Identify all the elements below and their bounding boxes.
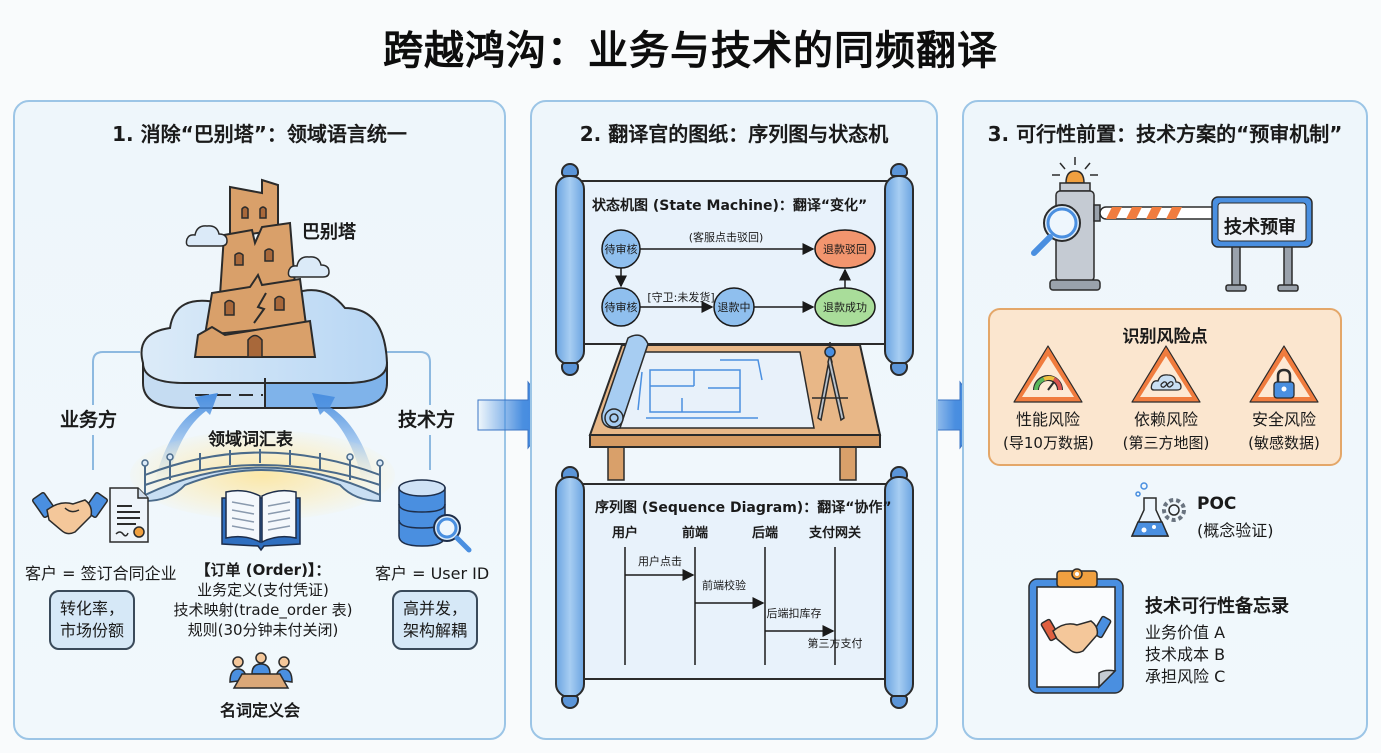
memo-title: 技术可行性备忘录 bbox=[1145, 596, 1289, 617]
meeting-icon bbox=[229, 652, 293, 689]
state-node-label: 退款驳回 bbox=[823, 242, 867, 256]
risk-name: 依赖风险 bbox=[1133, 410, 1198, 429]
sequence-actor: 前端 bbox=[682, 525, 708, 541]
warning-triangle-icon bbox=[1249, 345, 1319, 403]
scroll-rod bbox=[555, 476, 585, 698]
risk-item: 依赖风险 (第三方地图) bbox=[1121, 342, 1211, 453]
scroll-rod bbox=[884, 476, 914, 698]
poc-title: POC bbox=[1197, 494, 1237, 514]
small-cloud-icon bbox=[287, 256, 330, 278]
transition-label: (客服点击驳回) bbox=[689, 230, 764, 244]
memo-item: 技术成本 B bbox=[1145, 645, 1226, 664]
business-customer-definition: 客户 = 签订合同企业 bbox=[25, 564, 177, 583]
open-book-icon bbox=[221, 489, 301, 552]
risk-name: 性能风险 bbox=[1015, 410, 1080, 429]
order-term-definition: 【订单 (Order)】： 业务定义(支付凭证) 技术映射(trade_orde… bbox=[173, 561, 353, 639]
memo-items: 业务价值 A 技术成本 B 承担风险 C bbox=[1145, 622, 1225, 688]
state-node-label: 退款成功 bbox=[823, 300, 867, 314]
memo-item: 业务价值 A bbox=[1145, 623, 1226, 642]
state-node-label: 待审核 bbox=[605, 300, 638, 314]
sign-post-icon bbox=[1211, 196, 1313, 292]
glossary-label: 领域词汇表 bbox=[208, 430, 293, 450]
business-concern-bubble: 转化率， 市场份额 bbox=[49, 590, 135, 650]
risk-item: 性能风险 (导10万数据) bbox=[1003, 342, 1094, 453]
state-node-label: 待审核 bbox=[605, 242, 638, 256]
scroll-rod bbox=[555, 175, 585, 365]
sequence-actor: 支付网关 bbox=[808, 525, 861, 541]
panel-title: 3. 可行性前置：技术方案的“预审机制” bbox=[987, 122, 1343, 146]
risk-detail: (导10万数据) bbox=[1003, 434, 1094, 452]
state-node bbox=[814, 287, 876, 327]
scroll-knob bbox=[890, 362, 908, 376]
drafting-table-icon bbox=[588, 334, 882, 481]
speedometer-icon bbox=[1033, 375, 1063, 391]
state-machine-diagram: (客服点击驳回)[守卫:未发货]待审核待审核退款中退款成功退款驳回 bbox=[601, 229, 876, 327]
state-node-label: 退款中 bbox=[718, 300, 751, 314]
bridge-icon bbox=[141, 449, 384, 503]
main-title: 跨越鸿沟：业务与技术的同频翻译 bbox=[383, 28, 998, 74]
scroll-rod bbox=[884, 175, 914, 365]
scroll-knob bbox=[561, 695, 579, 709]
sequence-message-label: 后端扣库存 bbox=[767, 606, 822, 620]
warning-triangle-icon bbox=[1013, 345, 1083, 403]
state-node bbox=[713, 287, 755, 327]
review-gate-icon bbox=[1031, 157, 1271, 291]
panel-title: 1. 消除“巴别塔”：领域语言统一 bbox=[112, 122, 407, 146]
contract-icon bbox=[109, 487, 149, 543]
risk-detail: (第三方地图) bbox=[1122, 434, 1210, 452]
sequence-actor: 后端 bbox=[752, 525, 778, 541]
business-side-label: 业务方 bbox=[60, 409, 118, 431]
memo-clipboard-icon bbox=[1028, 568, 1124, 694]
risk-name: 安全风险 bbox=[1251, 410, 1316, 429]
tech-customer-definition: 客户 = User ID bbox=[375, 564, 490, 583]
panel-title: 2. 翻译官的图纸：序列图与状态机 bbox=[579, 122, 889, 146]
state-node bbox=[814, 229, 876, 269]
cloud-link-icon bbox=[1150, 374, 1182, 391]
meeting-label: 名词定义会 bbox=[220, 701, 301, 720]
sequence-title: 序列图 (Sequence Diagram)：翻译“协作” bbox=[595, 500, 892, 516]
risk-item: 安全风险 (敏感数据) bbox=[1239, 342, 1329, 453]
poc-flask-icon bbox=[1130, 482, 1186, 537]
scroll-knob bbox=[890, 695, 908, 709]
handshake-icon bbox=[31, 492, 109, 535]
transition-label: [守卫:未发货] bbox=[647, 290, 714, 304]
state-node bbox=[601, 287, 641, 327]
sequence-message-label: 用户点击 bbox=[638, 554, 682, 568]
review-sign-text: 技术预审 bbox=[1224, 217, 1296, 238]
sequence-message-label: 第三方支付 bbox=[808, 636, 863, 650]
poc-subtitle: (概念验证) bbox=[1197, 521, 1274, 540]
sequence-actor: 用户 bbox=[611, 525, 638, 541]
state-machine-title: 状态机图 (State Machine)：翻译“变化” bbox=[592, 198, 868, 214]
state-node bbox=[601, 229, 641, 269]
risk-detail: (敏感数据) bbox=[1248, 434, 1320, 452]
tower-label: 巴别塔 bbox=[302, 222, 356, 243]
warning-triangle-icon bbox=[1131, 345, 1201, 403]
risk-title: 识别风险点 bbox=[1122, 327, 1208, 347]
tech-side-label: 技术方 bbox=[398, 409, 456, 431]
babel-tower-icon bbox=[193, 178, 317, 358]
sequence-message-label: 前端校验 bbox=[702, 578, 746, 592]
database-search-icon bbox=[398, 479, 472, 553]
tech-concern-bubble: 高并发， 架构解耦 bbox=[392, 590, 478, 650]
padlock-icon bbox=[1273, 368, 1295, 399]
scroll-knob bbox=[561, 362, 579, 376]
memo-item: 承担风险 C bbox=[1145, 667, 1226, 686]
small-cloud-icon bbox=[185, 225, 228, 247]
